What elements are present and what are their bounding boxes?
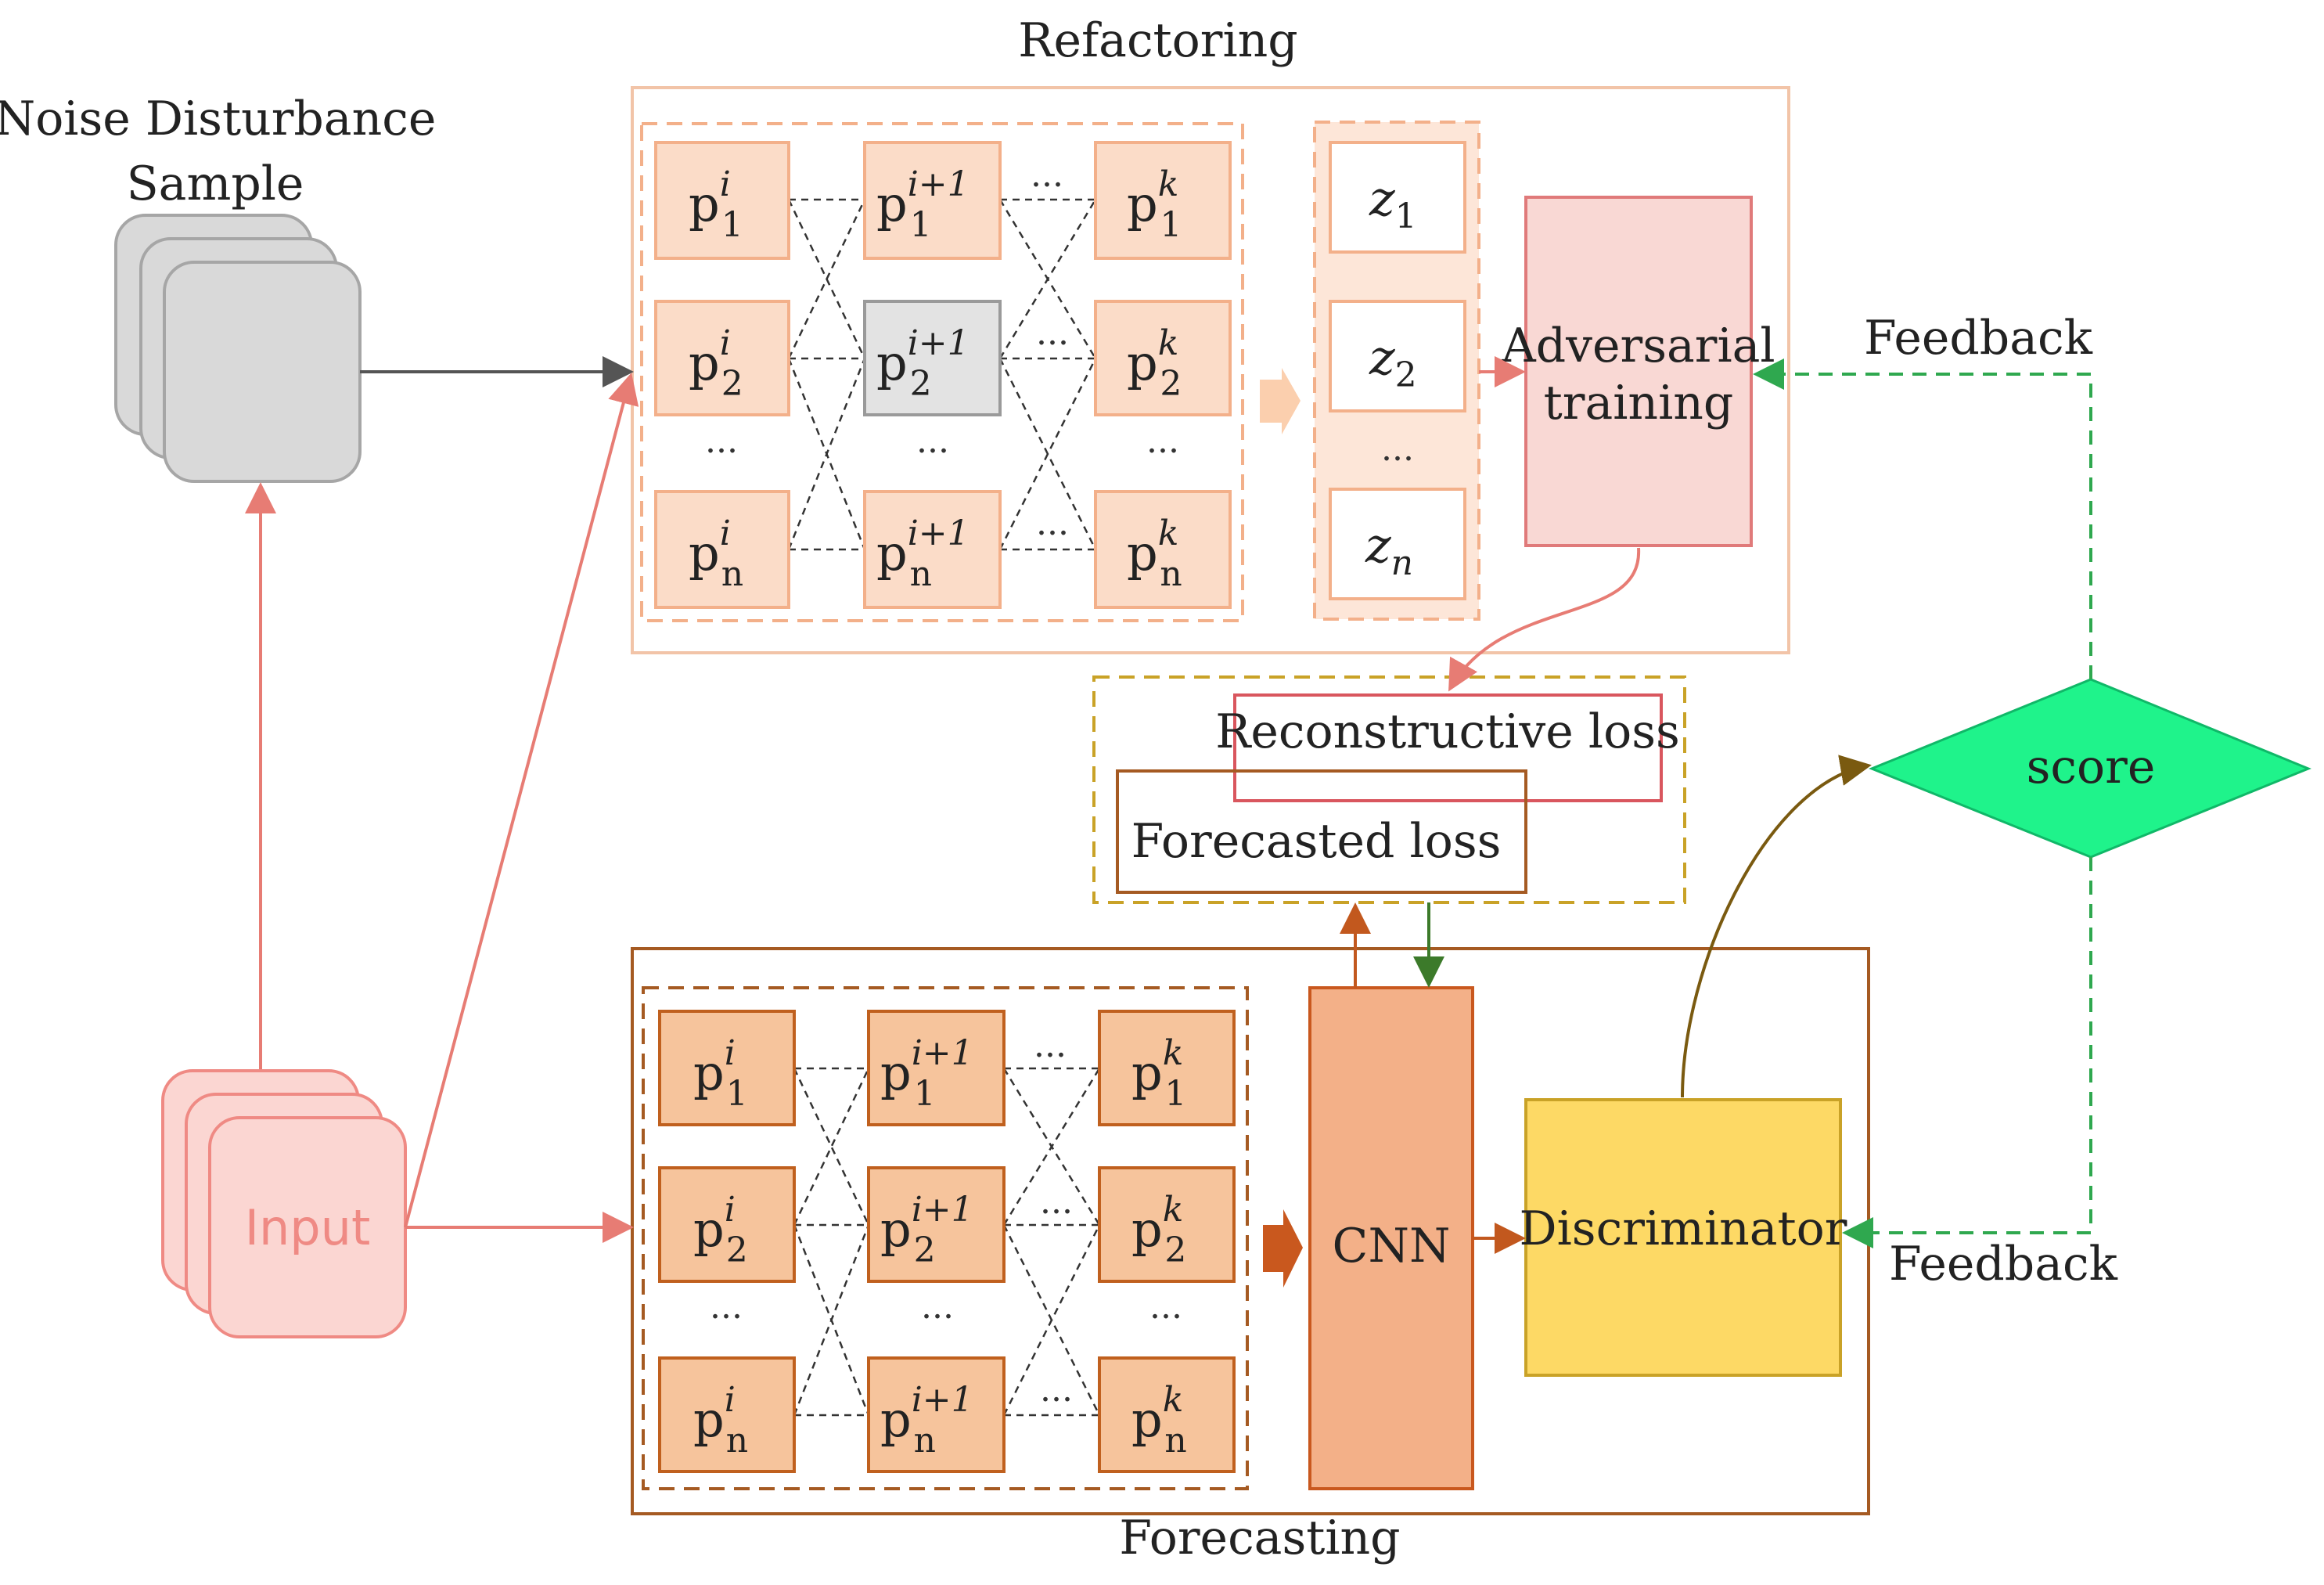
z-nodes: z1 z2 ... zn: [1329, 141, 1466, 600]
adversarial-training-box: Adversarial training: [1501, 196, 1775, 547]
input-to-refactoring-arrow: [404, 373, 639, 1228]
z-node-1: z1: [1329, 141, 1466, 254]
svg-text:pi+11: pi+11: [876, 164, 970, 245]
cnn-box: CNN: [1308, 986, 1474, 1490]
feedback-top-arrow: [1753, 358, 2092, 679]
reconstructive-loss-box: [1233, 693, 1663, 802]
svg-text:pkn: pkn: [1127, 513, 1182, 594]
svg-text:pin: pin: [689, 513, 743, 594]
noise-sample-label-line2: Sample: [127, 157, 304, 211]
input-label: Input: [245, 1199, 371, 1256]
cnn-label: CNN: [1333, 1219, 1451, 1273]
z-node-n: zn: [1329, 488, 1466, 600]
refactor-ellipsis-col2: ...: [916, 421, 949, 461]
discriminator-box: Discriminator: [1520, 1098, 1847, 1377]
refactor-flow-arrow: [1260, 368, 1301, 434]
loss-dashed-frame: [1092, 675, 1686, 904]
forecasted-loss-box: [1116, 769, 1527, 894]
refactoring-grid-frame: [640, 122, 1244, 622]
svg-text:pkn: pkn: [1131, 1380, 1187, 1461]
forecast-ellipsis-col2: ...: [921, 1287, 954, 1327]
adversarial-to-loss-arrow: [1448, 547, 1641, 692]
adversarial-label-line1: Adversarial: [1501, 319, 1775, 373]
input-stack: Input: [161, 1069, 407, 1338]
svg-text:pi2: pi2: [689, 323, 743, 404]
feedback-bottom-label: Feedback: [1889, 1237, 2118, 1291]
svg-text:pi1: pi1: [693, 1033, 748, 1114]
forecasting-grid-connections: [793, 1067, 1101, 1417]
adversarial-label-line2: training: [1544, 376, 1734, 430]
svg-text:pk1: pk1: [1131, 1033, 1186, 1114]
noise-sample-stack: [114, 214, 362, 483]
refactoring-title: Refactoring: [1018, 13, 1297, 68]
discriminator-label: Discriminator: [1520, 1201, 1847, 1256]
svg-text:zn: zn: [1365, 517, 1413, 583]
svg-text:pk2: pk2: [1131, 1190, 1186, 1270]
refactoring-grid-connections: [787, 198, 1097, 551]
svg-text:z1: z1: [1369, 170, 1417, 236]
forecast-ellipsis-bot: ...: [1040, 1370, 1073, 1410]
refactor-ellipsis-bot: ...: [1036, 503, 1069, 543]
forecasting-title: Forecasting: [1119, 1511, 1400, 1565]
score-label: score: [2027, 740, 2156, 794]
z-node-ellipsis: ...: [1381, 429, 1414, 469]
forecast-ellipsis-top: ...: [1034, 1025, 1067, 1065]
svg-text:pi2: pi2: [693, 1190, 748, 1270]
forecasted-loss-label: Forecasted loss: [1131, 814, 1502, 869]
refactor-ellipsis-col1: ...: [705, 421, 738, 461]
svg-text:pi+11: pi+11: [880, 1033, 973, 1114]
svg-text:z2: z2: [1369, 329, 1417, 395]
svg-text:pi+12: pi+12: [880, 1190, 973, 1270]
noise-sample-label: Noise Disturbance Sample: [0, 92, 436, 211]
feedback-bottom-arrow: [1842, 857, 2092, 1248]
forecast-ellipsis-col3: ...: [1149, 1287, 1182, 1327]
forecasting-grid-frame: [642, 986, 1249, 1490]
noise-sample-label-line1: Noise Disturbance: [0, 92, 436, 146]
svg-text:pi+1n: pi+1n: [876, 513, 970, 594]
svg-text:pin: pin: [693, 1380, 748, 1461]
z-node-2: z2: [1329, 300, 1466, 412]
forecast-flow-arrow: [1263, 1209, 1303, 1288]
svg-text:pk1: pk1: [1127, 164, 1182, 245]
forecast-ellipsis-col1: ...: [710, 1287, 743, 1327]
refactor-ellipsis-col3: ...: [1146, 421, 1179, 461]
svg-text:pk2: pk2: [1127, 323, 1182, 404]
svg-text:pi+1n: pi+1n: [880, 1380, 973, 1461]
score-diamond: score: [1869, 678, 2311, 859]
refactor-ellipsis-top: ...: [1031, 155, 1063, 195]
discriminator-to-score-arrow: [1681, 755, 1872, 1098]
feedback-top-label: Feedback: [1864, 311, 2093, 366]
svg-text:pi+12: pi+12: [876, 323, 970, 404]
svg-text:pi1: pi1: [689, 164, 743, 245]
reconstructive-loss-label: Reconstructive loss: [1215, 704, 1680, 759]
forecast-ellipsis-mid: ...: [1040, 1182, 1073, 1222]
refactor-ellipsis-mid: ...: [1036, 313, 1069, 353]
